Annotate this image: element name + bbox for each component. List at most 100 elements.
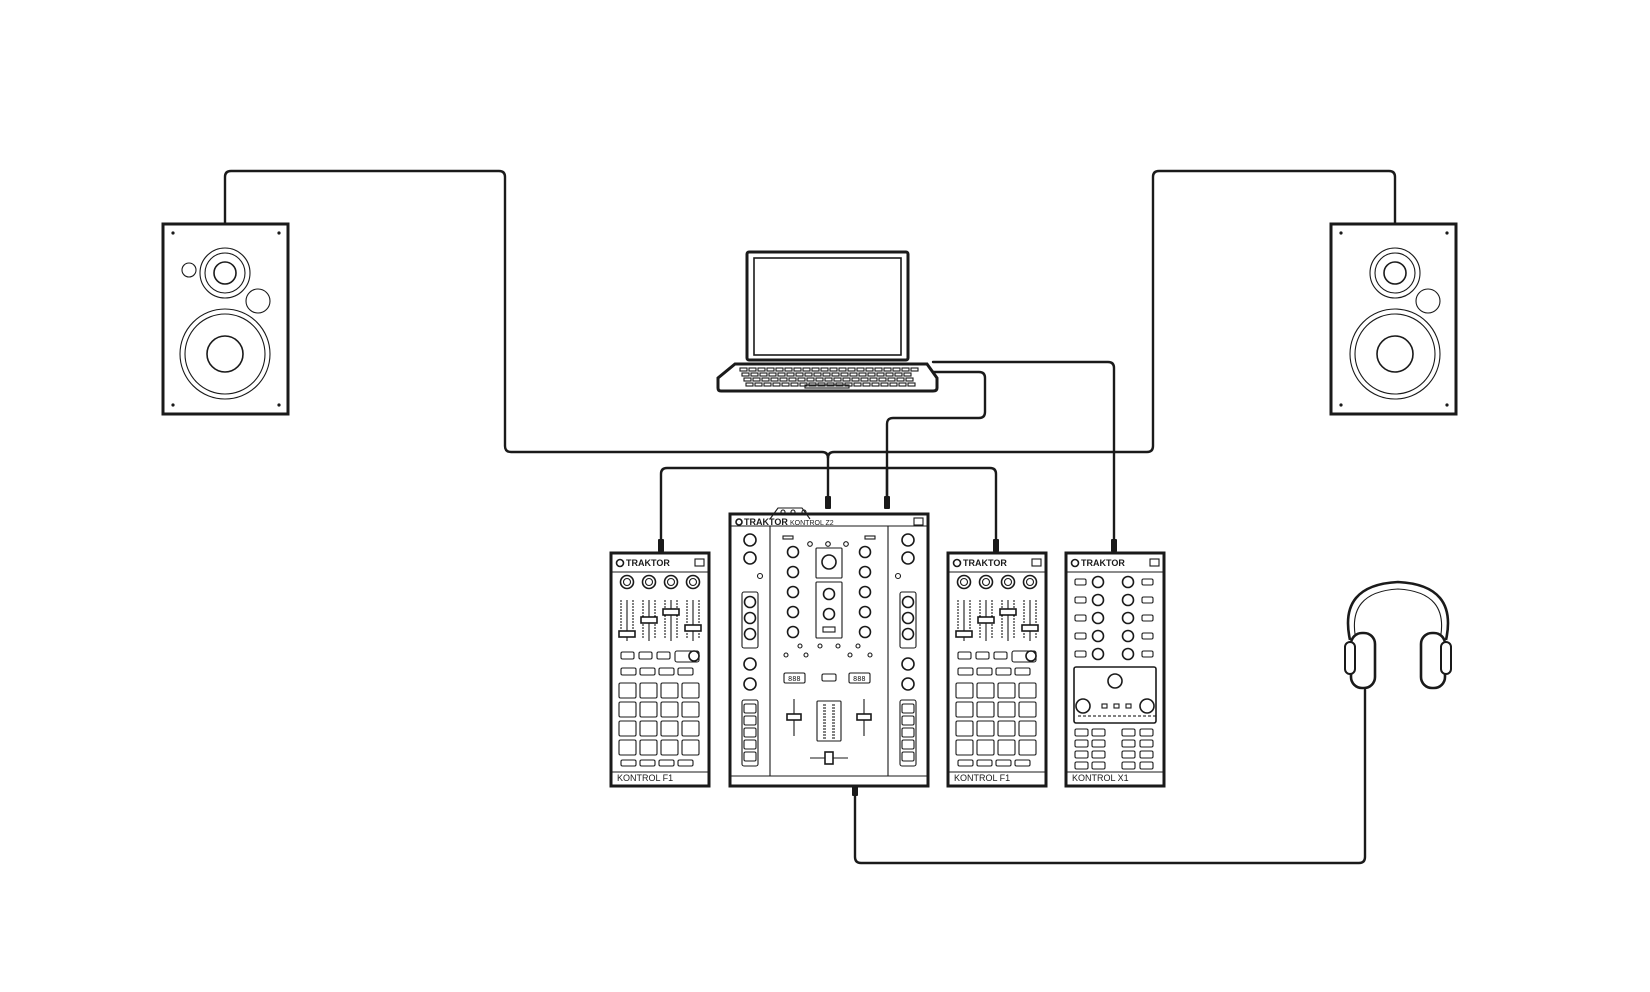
laptop-key bbox=[847, 367, 856, 372]
x1-led bbox=[1113, 703, 1120, 709]
z2-knob bbox=[901, 627, 915, 641]
z2-knob bbox=[786, 585, 800, 599]
f1-fader-cap bbox=[955, 630, 973, 638]
z2-button bbox=[743, 751, 757, 762]
f1-button bbox=[620, 667, 637, 676]
z2-knob bbox=[858, 625, 872, 639]
x1-model: KONTROL X1 bbox=[1072, 773, 1129, 783]
f1-fader-cap bbox=[640, 616, 658, 624]
z2-button bbox=[743, 727, 757, 738]
f1-button bbox=[639, 667, 656, 676]
f1-left-brand: TRAKTOR bbox=[626, 558, 670, 568]
z2-button bbox=[901, 703, 915, 714]
x1-loop-panel bbox=[1073, 666, 1157, 724]
z2-knob bbox=[786, 545, 800, 559]
cable-hub-to-f1 bbox=[659, 466, 998, 550]
f1-pad bbox=[681, 720, 700, 737]
f1-knob bbox=[685, 574, 701, 590]
z2-button-column bbox=[741, 699, 759, 767]
z2-knob bbox=[858, 545, 872, 559]
laptop-key bbox=[869, 377, 878, 382]
z2-knob bbox=[743, 627, 757, 641]
z2-display-frame bbox=[783, 672, 806, 684]
x1-button bbox=[1141, 650, 1154, 658]
x1-button bbox=[1074, 614, 1087, 622]
laptop-key bbox=[802, 367, 811, 372]
f1-knob bbox=[1022, 574, 1038, 590]
x1-button bbox=[1121, 750, 1136, 759]
f1-knob-cap bbox=[644, 577, 654, 587]
z2-small-knob bbox=[894, 572, 902, 580]
z2-knob bbox=[822, 607, 836, 621]
laptop-key bbox=[822, 372, 831, 377]
x1-center-encoder bbox=[1107, 673, 1123, 689]
f1-pad bbox=[976, 739, 995, 756]
f1-pad bbox=[976, 682, 995, 699]
x1-button bbox=[1091, 750, 1106, 759]
f1-knob bbox=[663, 574, 679, 590]
f1-knob-cap bbox=[666, 577, 676, 587]
f1-knob-cap bbox=[688, 577, 698, 587]
f1-button bbox=[957, 667, 974, 676]
f1-knob bbox=[978, 574, 994, 590]
laptop-key bbox=[752, 377, 761, 382]
z2-knob bbox=[743, 611, 757, 625]
z2-knob bbox=[743, 657, 757, 671]
z2-knob bbox=[901, 551, 915, 565]
laptop-key bbox=[781, 382, 790, 387]
z2-knob bbox=[822, 587, 836, 601]
f1-left-model: KONTROL F1 bbox=[617, 773, 673, 783]
x1-led bbox=[1125, 703, 1132, 709]
f1-knob bbox=[641, 574, 657, 590]
laptop-key bbox=[750, 372, 759, 377]
connector-f1-left bbox=[658, 539, 664, 552]
z2-led bbox=[835, 643, 841, 649]
z2-indicator bbox=[782, 535, 794, 540]
z2-knob bbox=[743, 595, 757, 609]
z2-knob bbox=[901, 595, 915, 609]
f1-pad bbox=[639, 701, 658, 718]
connector-f1-right bbox=[993, 539, 999, 552]
f1-fader-cap bbox=[684, 624, 702, 632]
x1-button bbox=[1141, 596, 1154, 604]
laptop-key bbox=[779, 377, 788, 382]
laptop-touchpad bbox=[804, 384, 850, 389]
laptop-key bbox=[806, 377, 815, 382]
z2-led bbox=[825, 541, 831, 547]
z2-meter bbox=[816, 700, 842, 742]
z2-led bbox=[867, 652, 873, 658]
x1-button bbox=[1074, 739, 1089, 748]
laptop-key bbox=[849, 372, 858, 377]
f1-pad bbox=[955, 720, 974, 737]
mixer-brand: TRAKTOR bbox=[744, 517, 788, 527]
cable-right-speaker bbox=[826, 169, 1397, 460]
z2-knob bbox=[901, 657, 915, 671]
kontrol-f1-right: TRAKTOR KONTROL F1 bbox=[946, 551, 1048, 788]
z2-knob bbox=[858, 565, 872, 579]
f1-button bbox=[995, 667, 1012, 676]
z2-knob bbox=[901, 677, 915, 691]
z2-eq-panel bbox=[741, 591, 759, 649]
x1-brand: TRAKTOR bbox=[1081, 558, 1125, 568]
laptop-key bbox=[889, 382, 898, 387]
z2-button bbox=[822, 626, 836, 633]
z2-knob bbox=[786, 605, 800, 619]
z2-knob bbox=[743, 533, 757, 547]
f1-button bbox=[976, 667, 993, 676]
laptop-key bbox=[885, 372, 894, 377]
f1-pad bbox=[1018, 720, 1037, 737]
f1-encoder bbox=[1025, 650, 1037, 662]
laptop-key bbox=[840, 372, 849, 377]
z2-led bbox=[797, 643, 803, 649]
f1-knob bbox=[619, 574, 635, 590]
f1-fader-cap bbox=[999, 608, 1017, 616]
f1-pad bbox=[681, 701, 700, 718]
f1-ni-icon bbox=[694, 558, 705, 567]
f1-pad bbox=[976, 701, 995, 718]
z2-crossfader-cap bbox=[824, 751, 834, 765]
x1-button bbox=[1074, 761, 1089, 770]
laptop-key bbox=[772, 382, 781, 387]
laptop-icon bbox=[716, 250, 939, 393]
f1-pad bbox=[660, 720, 679, 737]
z2-knob bbox=[901, 611, 915, 625]
